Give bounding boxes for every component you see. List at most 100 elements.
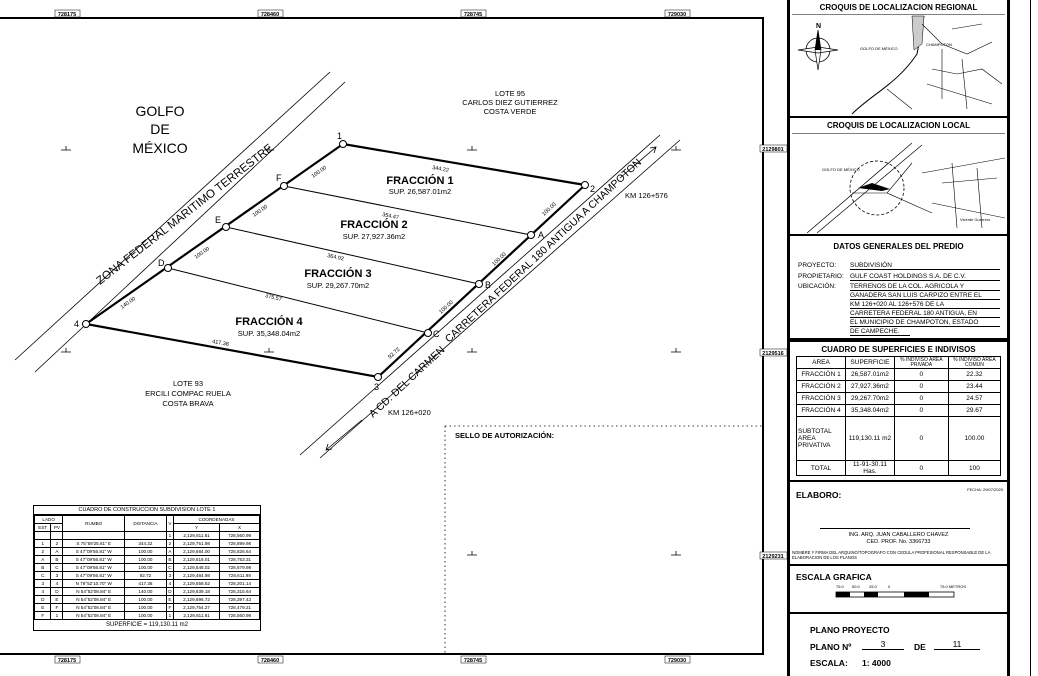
sea-label-line-1: GOLFO: [135, 103, 184, 119]
subtotal-superficie: 119,130.11 m2: [845, 416, 895, 461]
table-cell: 1: [165, 531, 175, 540]
table-cell: [33, 531, 52, 540]
datos-generales-title: DATOS GENERALES DEL PREDIO: [833, 242, 964, 251]
dist-e-d: 100.00: [194, 246, 211, 261]
table-cell: D: [50, 587, 64, 596]
table-cell: A: [50, 547, 64, 556]
fraccion-2-sup: SUP. 27,927.36m2: [343, 232, 405, 241]
elaboro-label: ELABORO:: [796, 490, 842, 500]
vertex-f: F: [276, 173, 282, 183]
table-cell: 3: [50, 571, 64, 580]
table-cell: F: [50, 603, 64, 612]
elaboro-section: ELABORO: FECHA: 29/07/2020 ING. ARQ. JUA…: [790, 482, 1007, 566]
table-cell: E: [33, 603, 52, 612]
superficies-section: CUADRO DE SUPERFICIES E INDIVISOS AREA S…: [790, 340, 1007, 482]
table-cell: E: [50, 595, 64, 604]
scale-tick-2: 50.0: [852, 584, 860, 589]
plano-no-value: 3: [862, 639, 904, 650]
table-cell: 728,397.43: [219, 595, 260, 604]
superficie-cell: FRACCIÓN 1: [796, 368, 846, 381]
construction-table-title: CUADRO DE CONSTRUCCION SUBDIVISION LOTE …: [34, 506, 260, 515]
table-cell: N 54°52'08.84" E: [62, 595, 126, 604]
highway-edge-2: [319, 139, 681, 459]
table-cell: 4: [50, 579, 64, 588]
dist-d-c: 375.57: [265, 293, 283, 303]
plano-no-label: PLANO Nº: [810, 642, 852, 652]
escala-grafica-section: ESCALA GRAFICA 75.0 50.0 25.0 0 75.0 MET…: [790, 566, 1007, 614]
regional-map-title: CROQUIS DE LOCALIZACION REGIONAL: [819, 3, 978, 12]
coord-top-4: 729030: [668, 12, 686, 18]
table-cell: N 54°52'08.84" E: [62, 587, 126, 596]
th-distancia: DISTANCIA: [124, 515, 167, 532]
proyecto-label: PROYECTO:: [798, 262, 837, 269]
sup-h-area: AREA: [796, 356, 846, 369]
drawing-frame: [0, 17, 764, 655]
plano-proyecto: PLANO PROYECTO: [810, 625, 890, 635]
coord-bottom-4: 729030: [668, 658, 686, 664]
construction-table: CUADRO DE CONSTRUCCION SUBDIVISION LOTE …: [33, 505, 261, 631]
ubicacion-line-2: GANADERA SAN LUIS CARPIZO ENTRE EL: [850, 292, 1000, 300]
superficie-cell: 35,348.04m2: [845, 404, 895, 417]
regional-town: CHAMPOTON: [926, 42, 952, 47]
table-cell: A: [33, 555, 52, 564]
superficies-title: CUADRO DE SUPERFICIES E INDIVISOS: [790, 340, 1007, 354]
local-map-title: CROQUIS DE LOCALIZACION LOCAL: [826, 121, 971, 130]
dist-2-a: 100.00: [541, 202, 557, 218]
ced-prof: CED. PROF. No. 3366733: [866, 539, 931, 545]
lote95-line-3: COSTA VERDE: [484, 107, 537, 116]
th-lado: LADO: [33, 515, 64, 524]
site-plan-drawing: 728175 728460 728745 729030 728175 72846…: [0, 9, 787, 664]
vertex-2: 2: [590, 184, 595, 194]
table-cell: 2,129,484.98: [172, 571, 221, 580]
th-est: EST: [33, 523, 52, 532]
table-cell: 344.22: [124, 539, 167, 548]
coord-right-3: 2129231: [762, 554, 783, 560]
table-cell: B: [50, 555, 64, 564]
fraccion-3-sup: SUP. 29,267.70m2: [307, 281, 369, 290]
superficie-cell: FRACCIÓN 3: [796, 392, 846, 405]
vertex-b: B: [485, 280, 491, 290]
dist-1-f: 100.00: [311, 165, 328, 180]
table-cell: 2,129,548.02: [172, 563, 221, 572]
table-cell: F: [33, 611, 52, 620]
th-y: Y: [172, 523, 221, 532]
superficie-cell: 27,927.36m2: [845, 380, 895, 393]
sello-autorizacion: SELLO DE AUTORIZACIÓN:: [455, 431, 554, 440]
superficie-cell: 29.67: [947, 404, 1002, 417]
table-cell: S 75°59'25.61" E: [62, 539, 126, 548]
table-cell: 100.00: [124, 555, 167, 564]
sup-h-comun: % INDIVISO AREA COMUN: [947, 356, 1002, 369]
dist-f-a: 354.47: [382, 212, 400, 221]
scale-tick-1: 75.0: [836, 584, 844, 589]
table-cell: N 54°52'08.84" E: [62, 611, 126, 620]
total-label: TOTAL: [796, 460, 846, 476]
lote93-line-2: ERCILI COMPAC RUELA: [145, 389, 231, 398]
superficie-cell: 29,267.70m2: [845, 392, 895, 405]
table-cell: 728,315.64: [219, 587, 260, 596]
table-cell: 2,129,558.62: [172, 579, 221, 588]
table-cell: 2: [50, 539, 64, 548]
table-cell: 100.00: [124, 563, 167, 572]
table-cell: N 79°52'10.70" W: [62, 579, 126, 588]
regional-golfo: GOLFO DE MÉXICO: [860, 46, 898, 51]
local-map: GOLFO DE MÉXICO Vicente Guerrero: [792, 133, 1005, 233]
table-cell: 3: [165, 571, 175, 580]
superficie-cell: 0: [893, 380, 949, 393]
table-cell: 2,129,811.81: [172, 531, 221, 540]
proyecto-value: SUBDIVISIÓN: [850, 262, 1000, 270]
table-cell: 2: [165, 539, 175, 548]
table-cell: S 47°09'56.81" W: [62, 555, 126, 564]
table-cell: 417.38: [124, 579, 167, 588]
local-golfo: GOLFO DE MÉXICO: [822, 167, 860, 172]
table-cell: 2,129,616.01: [172, 555, 221, 564]
table-cell: F: [165, 603, 175, 612]
coast-line-outer: [14, 71, 331, 361]
km-top: KM 126+576: [625, 191, 668, 200]
table-cell: B: [33, 563, 52, 572]
table-cell: 2,129,696.72: [172, 595, 221, 604]
table-cell: [62, 531, 126, 540]
